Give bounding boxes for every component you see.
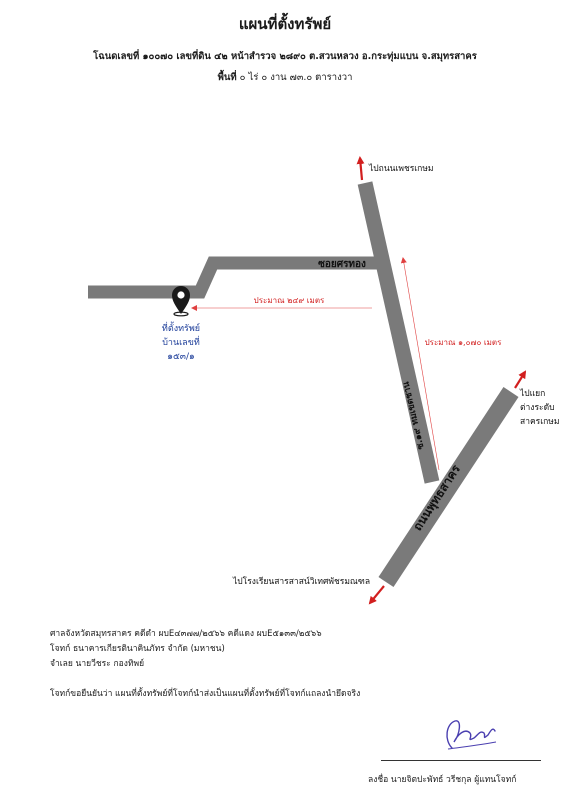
court-case-info: ศาลจังหวัดสมุทรสาคร คดีดำ ผบE๔๓๗๗/๒๕๖๖ ค… [50,629,322,639]
arrow-up-right-icon [514,370,527,389]
main-distance-label: ประมาณ ๑,๐๗๐ เมตร [425,338,503,347]
area-value: ๐ ไร่ ๐ งาน ๗๓.๐ ตารางวา [239,72,353,83]
direction-arrows [356,156,527,605]
plaintiff-info: โจทก์ ธนาคารเกียรตินาคินภัทร จำกัด (มหาช… [50,644,225,654]
destination-right-line-3: สาครเกษม [520,417,559,427]
soi-road-label: ซอยศรทอง [318,259,366,270]
location-pin-icon [172,286,190,317]
defendant-info: จำเลย นายวีชระ กองทิพย์ [50,659,145,669]
arrow-up-icon [356,156,365,181]
soi-distance-label: ประมาณ ๒๔๙ เมตร [254,296,325,305]
land-area: พื้นที่ ๐ ไร่ ๐ งาน ๗๓.๐ ตารางวา [0,70,570,85]
signature-label: ลงชื่อ นายจิตปะพัทธ์ วรีชกุล ผู้แทนโจทก์ [368,775,517,785]
roads [88,181,519,587]
marker-label-line-2: บ้านเลขที่ [162,335,200,348]
certification-statement: โจทก์ขอยืนยันว่า แผนที่ตั้งทรัพย์ที่โจทก… [50,689,361,699]
destination-right-line-1: ไปแยก [519,388,545,399]
main-road [378,387,519,587]
marker-label-line-1: ที่ตั้งทรัพย์ [162,321,200,334]
main-distance-line [400,257,440,471]
soi-road [88,256,380,299]
page-title: แผนที่ตั้งทรัพย์ [238,15,332,33]
signature-line [381,760,541,761]
lane-road [357,181,440,484]
marker-label-line-3: ๑๕๓/๑ [167,352,194,362]
destination-right-line-2: ต่างระดับ [520,403,555,413]
dimension-lines [191,257,440,471]
arrow-down-left-icon [368,585,385,605]
deed-info: โฉนดเลขที่ ๑๐๐๗๐ เลขที่ดิน ๔๒ หน้าสำรวจ … [93,51,477,62]
destination-top: ไปถนนเพชรเกษม [368,163,434,174]
destination-bottom: ไปโรงเรียนสารสาสน์วิเทศพัชรมณฑล [232,576,370,587]
signature-scribble [446,720,497,750]
area-label: พื้นที่ [217,72,237,83]
